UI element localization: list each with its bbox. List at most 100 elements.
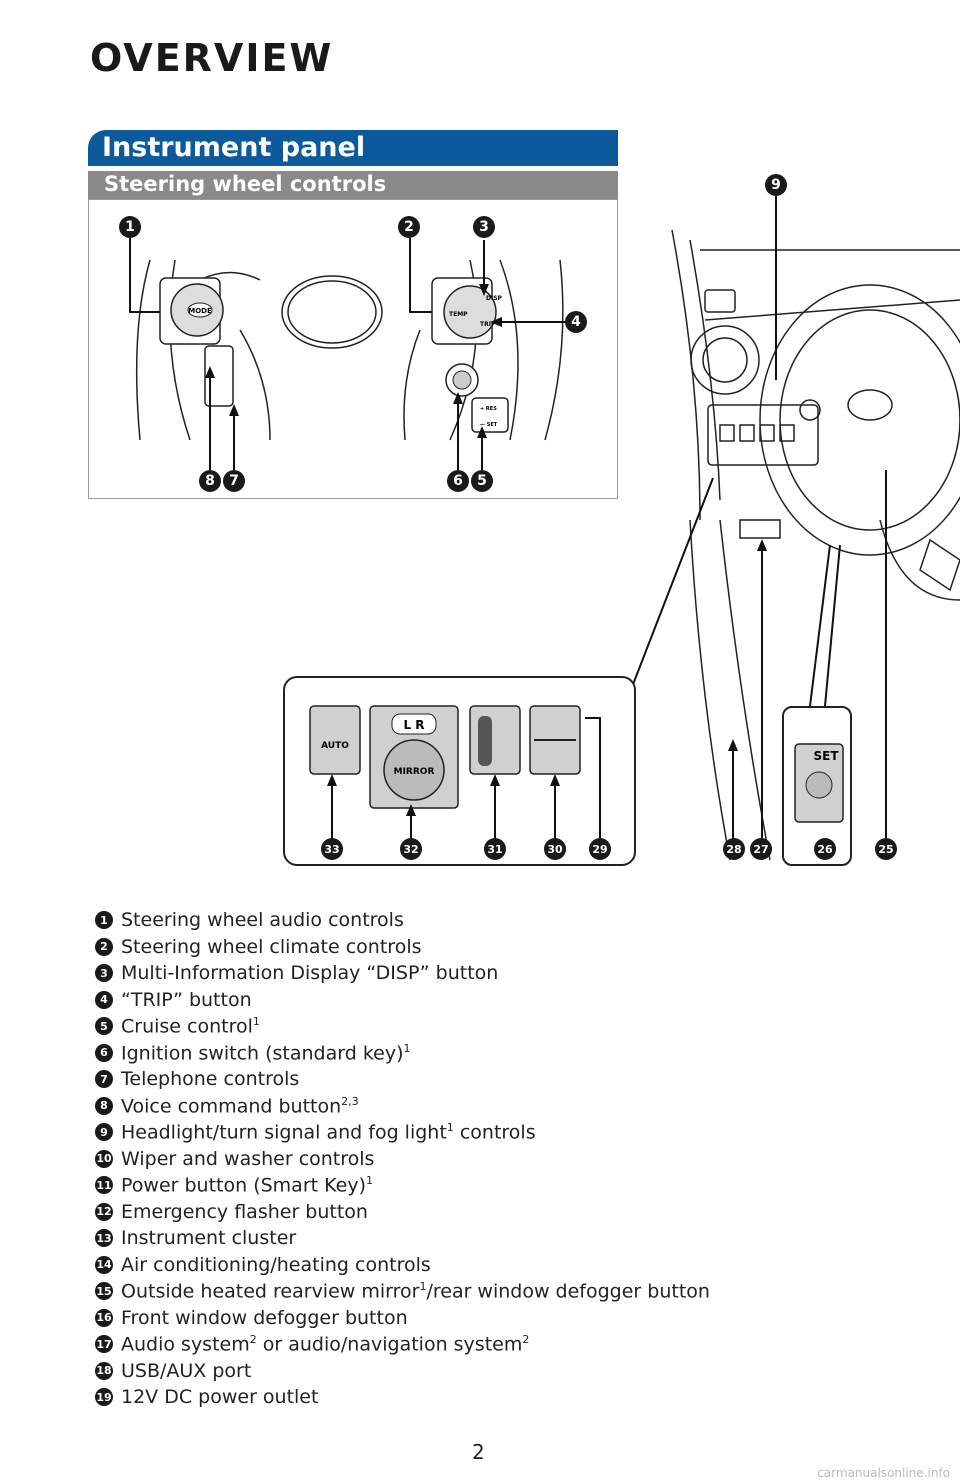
item-text: Audio system2 or audio/navigation system… — [121, 1333, 529, 1355]
item-footnote-ref: 1 — [252, 1015, 260, 1029]
item-footnote-ref: 1 — [365, 1174, 373, 1188]
disp-label: DISP — [486, 295, 503, 302]
item-label-tail: /rear window defogger button — [426, 1280, 710, 1303]
item-number-badge: 15 — [95, 1282, 113, 1301]
mode-label: MODE — [188, 307, 212, 315]
item-label: Front window defogger button — [121, 1306, 408, 1329]
item-label-tail: or audio/navigation system — [256, 1333, 523, 1356]
item-label: Ignition switch (standard key) — [121, 1041, 404, 1064]
item-label: “TRIP” button — [121, 988, 252, 1011]
callout-7: 7 — [223, 470, 245, 492]
list-item: 10 Wiper and washer controls — [95, 1146, 710, 1173]
list-item: 4 “TRIP” button — [95, 987, 710, 1014]
section-title: Instrument panel — [102, 132, 366, 163]
trip-label: TRIP — [480, 321, 496, 328]
callout-3: 3 — [473, 216, 495, 238]
item-text: Headlight/turn signal and fog light1 con… — [121, 1121, 536, 1143]
callout-6: 6 — [447, 470, 469, 492]
item-label: Wiper and washer controls — [121, 1147, 375, 1170]
callout-27: 27 — [750, 838, 772, 860]
item-text: Wiper and washer controls — [121, 1148, 374, 1170]
item-text: Cruise control1 — [121, 1015, 260, 1037]
item-number-badge: 16 — [95, 1308, 113, 1327]
item-text: Power button (Smart Key)1 — [121, 1174, 373, 1196]
item-label: Steering wheel climate controls — [121, 935, 422, 958]
list-item: 6 Ignition switch (standard key)1 — [95, 1040, 710, 1067]
item-label: Voice command button — [121, 1094, 342, 1117]
callout-legend-list: 1 Steering wheel audio controls 2 Steering … — [95, 907, 710, 1411]
item-label: Cruise control — [121, 1015, 253, 1038]
item-number-badge: 5 — [95, 1017, 113, 1036]
callout-32: 32 — [400, 838, 422, 860]
section-banner: Instrument panel — [88, 130, 618, 166]
item-label: Emergency flasher button — [121, 1200, 368, 1223]
set-small-label: — SET — [480, 422, 498, 428]
item-text: “TRIP” button — [121, 989, 252, 1011]
list-item: 11 Power button (Smart Key)1 — [95, 1172, 710, 1199]
item-label: Multi-Information Display “DISP” button — [121, 962, 499, 985]
item-label: Telephone controls — [121, 1068, 300, 1091]
subsection-banner: Steering wheel controls — [88, 171, 618, 199]
list-item: 17 Audio system2 or audio/navigation syst… — [95, 1331, 710, 1358]
list-item: 2 Steering wheel climate controls — [95, 934, 710, 961]
item-label: Instrument cluster — [121, 1227, 297, 1250]
callout-5: 5 — [471, 470, 493, 492]
item-text: USB/AUX port — [121, 1360, 251, 1382]
item-footnote-ref: 1 — [403, 1041, 411, 1055]
callout-30: 30 — [544, 838, 566, 860]
item-label: Steering wheel audio controls — [121, 909, 404, 932]
callout-4: 4 — [565, 311, 587, 333]
list-item: 8 Voice command button2,3 — [95, 1093, 710, 1120]
item-label: Headlight/turn signal and fog light — [121, 1121, 447, 1144]
item-text: Ignition switch (standard key)1 — [121, 1042, 411, 1064]
callout-28: 28 — [723, 838, 745, 860]
callout-31: 31 — [484, 838, 506, 860]
item-label: Power button (Smart Key) — [121, 1174, 366, 1197]
item-footnote-ref: 1 — [419, 1280, 427, 1294]
item-number-badge: 2 — [95, 937, 113, 956]
lr-label: L R — [403, 718, 424, 732]
callout-9: 9 — [765, 174, 787, 196]
item-label: USB/AUX port — [121, 1359, 252, 1382]
callout-29: 29 — [589, 838, 611, 860]
item-footnote-ref: 2,3 — [341, 1094, 359, 1108]
item-label: Air conditioning/heating controls — [121, 1253, 431, 1276]
auto-label: AUTO — [321, 741, 349, 751]
item-text: Steering wheel audio controls — [121, 909, 404, 931]
temp-label: TEMP — [449, 311, 468, 318]
item-text: Steering wheel climate controls — [121, 936, 422, 958]
item-number-badge: 17 — [95, 1335, 113, 1354]
list-item: 12 Emergency flasher button — [95, 1199, 710, 1226]
item-number-badge: 6 — [95, 1043, 113, 1062]
item-text: Instrument cluster — [121, 1227, 296, 1249]
res-label: + RES — [480, 406, 497, 412]
list-item: 1 Steering wheel audio controls — [95, 907, 710, 934]
list-item: 14 Air conditioning/heating controls — [95, 1252, 710, 1279]
list-item: 5 Cruise control1 — [95, 1013, 710, 1040]
callout-25: 25 — [875, 838, 897, 860]
item-number-badge: 10 — [95, 1149, 113, 1168]
item-text: Front window defogger button — [121, 1307, 408, 1329]
item-text: Air conditioning/heating controls — [121, 1254, 431, 1276]
steering-wheel-diagram — [88, 199, 618, 499]
item-number-badge: 8 — [95, 1096, 113, 1115]
item-label: Audio system — [121, 1333, 250, 1356]
item-text: 12V DC power outlet — [121, 1386, 318, 1408]
list-item: 16 Front window defogger button — [95, 1305, 710, 1332]
item-number-badge: 1 — [95, 911, 113, 930]
item-number-badge: 12 — [95, 1202, 113, 1221]
item-number-badge: 11 — [95, 1176, 113, 1195]
callout-1: 1 — [119, 216, 141, 238]
item-number-badge: 4 — [95, 990, 113, 1009]
page-number: 2 — [472, 1440, 485, 1464]
item-number-badge: 7 — [95, 1070, 113, 1089]
item-number-badge: 14 — [95, 1255, 113, 1274]
